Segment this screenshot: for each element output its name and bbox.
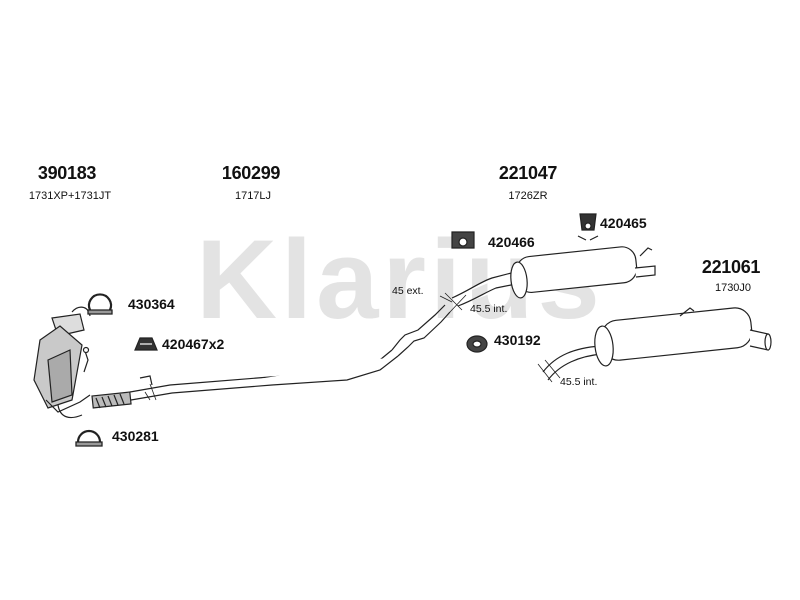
fitting-430281-label: 430281 (112, 428, 159, 444)
centre-silencer (451, 246, 656, 307)
part-number-160299: 160299 (221, 163, 281, 183)
fitting-420466-label: 420466 (488, 234, 535, 250)
catalytic-converter (33, 306, 91, 419)
fitting-430364-label: 430364 (128, 296, 175, 312)
rubber-hanger-icon (577, 213, 599, 241)
fitting-420465-label: 420465 (600, 215, 647, 231)
clamp-icon (75, 429, 103, 447)
dimension-label: 45.5 int. (470, 303, 508, 315)
dimension-markers (439, 292, 561, 383)
part-number-221061: 221061 (701, 257, 761, 277)
part-code-160299: 1717LJ (234, 190, 272, 202)
part-code-390183: 1731XP+1731JT (28, 190, 112, 202)
part-number-390183: 390183 (37, 163, 97, 183)
part-code-221047: 1726ZR (508, 190, 548, 202)
rubber-ring-icon (466, 335, 488, 353)
dimension-label: 45 ext. (392, 285, 424, 297)
rubber-mount-icon (134, 337, 158, 351)
clamp-icon (87, 293, 113, 315)
dimension-label: 45.5 int. (560, 376, 598, 388)
fitting-430192-label: 430192 (494, 332, 541, 348)
hanger-bracket-icon (451, 231, 475, 249)
rear-silencer (542, 307, 772, 381)
front-pipe (91, 304, 451, 409)
fitting-420467x2-label: 420467x2 (162, 336, 225, 352)
part-number-221047: 221047 (498, 163, 558, 183)
part-code-221061: 1730J0 (714, 282, 752, 294)
